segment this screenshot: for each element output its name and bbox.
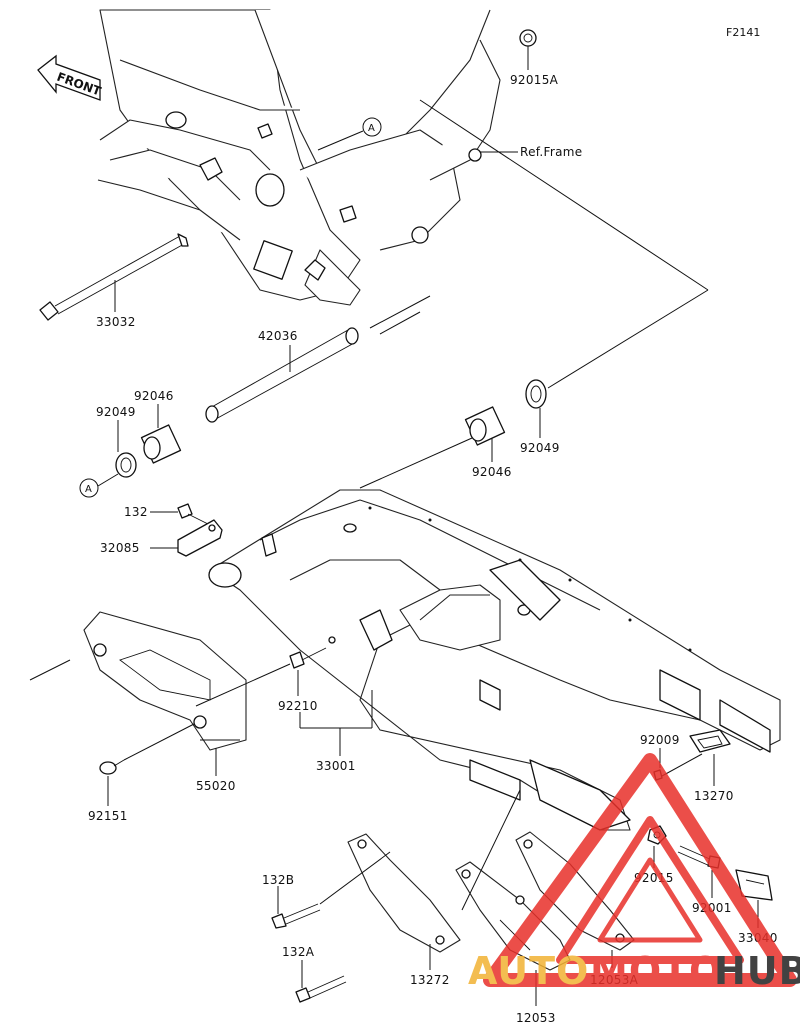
watermark-text-2: MOTO [590,949,722,993]
ref-frame-label: Ref.Frame [520,145,582,159]
plate-13272 [347,833,461,953]
label-42036: 42036 [258,329,298,343]
watermark-logo: AUTO MOTO HUB [468,753,800,993]
label-33001: 33001 [316,759,356,773]
label-92009: 92009 [640,733,680,747]
bolt-92210 [289,636,336,669]
ref-marker-a-upper: A [317,117,382,151]
label-92015A: 92015A [510,73,559,87]
frame-drawing [97,9,537,306]
label-132A: 132A [282,945,315,959]
svg-text:A: A [85,484,92,495]
label-92049-right: 92049 [520,441,560,455]
swingarm-33001 [208,489,781,831]
label-92046-right: 92046 [472,465,512,479]
front-arrow-icon: FRONT [37,54,104,101]
watermark-text-3: HUB [714,949,800,993]
label-92049-left: 92049 [96,405,136,419]
block-33040 [735,869,773,901]
pivot-bolt-33032 [39,233,189,321]
watermark-text-1: AUTO [468,949,589,993]
label-12053: 12053 [516,1011,556,1025]
chain-guard-55020 [83,611,247,751]
bolt-132A [295,975,347,1003]
bearing-92046-right [464,406,506,446]
bolt-132B [271,903,321,929]
seal-92049-right [525,379,547,409]
ref-marker-a-lower: A [79,473,119,498]
label-33032: 33032 [96,315,136,329]
label-32085: 32085 [100,541,140,555]
bracket-32085 [177,519,223,557]
label-13272: 13272 [410,973,450,987]
label-13270: 13270 [694,789,734,803]
seal-92049-left [115,452,137,478]
plate-13270 [689,729,731,753]
label-92046-left: 92046 [134,389,174,403]
label-92210: 92210 [278,699,318,713]
label-132B: 132B [262,873,294,887]
collar-42036 [205,327,359,423]
label-55020: 55020 [196,779,236,793]
screw-92151 [99,759,125,775]
label-132: 132 [124,505,148,519]
bearing-92046-left [140,424,182,464]
figure-code: F2141 [726,26,760,39]
svg-text:A: A [368,123,375,134]
bolt-132 [177,503,209,525]
label-92151: 92151 [88,809,128,823]
